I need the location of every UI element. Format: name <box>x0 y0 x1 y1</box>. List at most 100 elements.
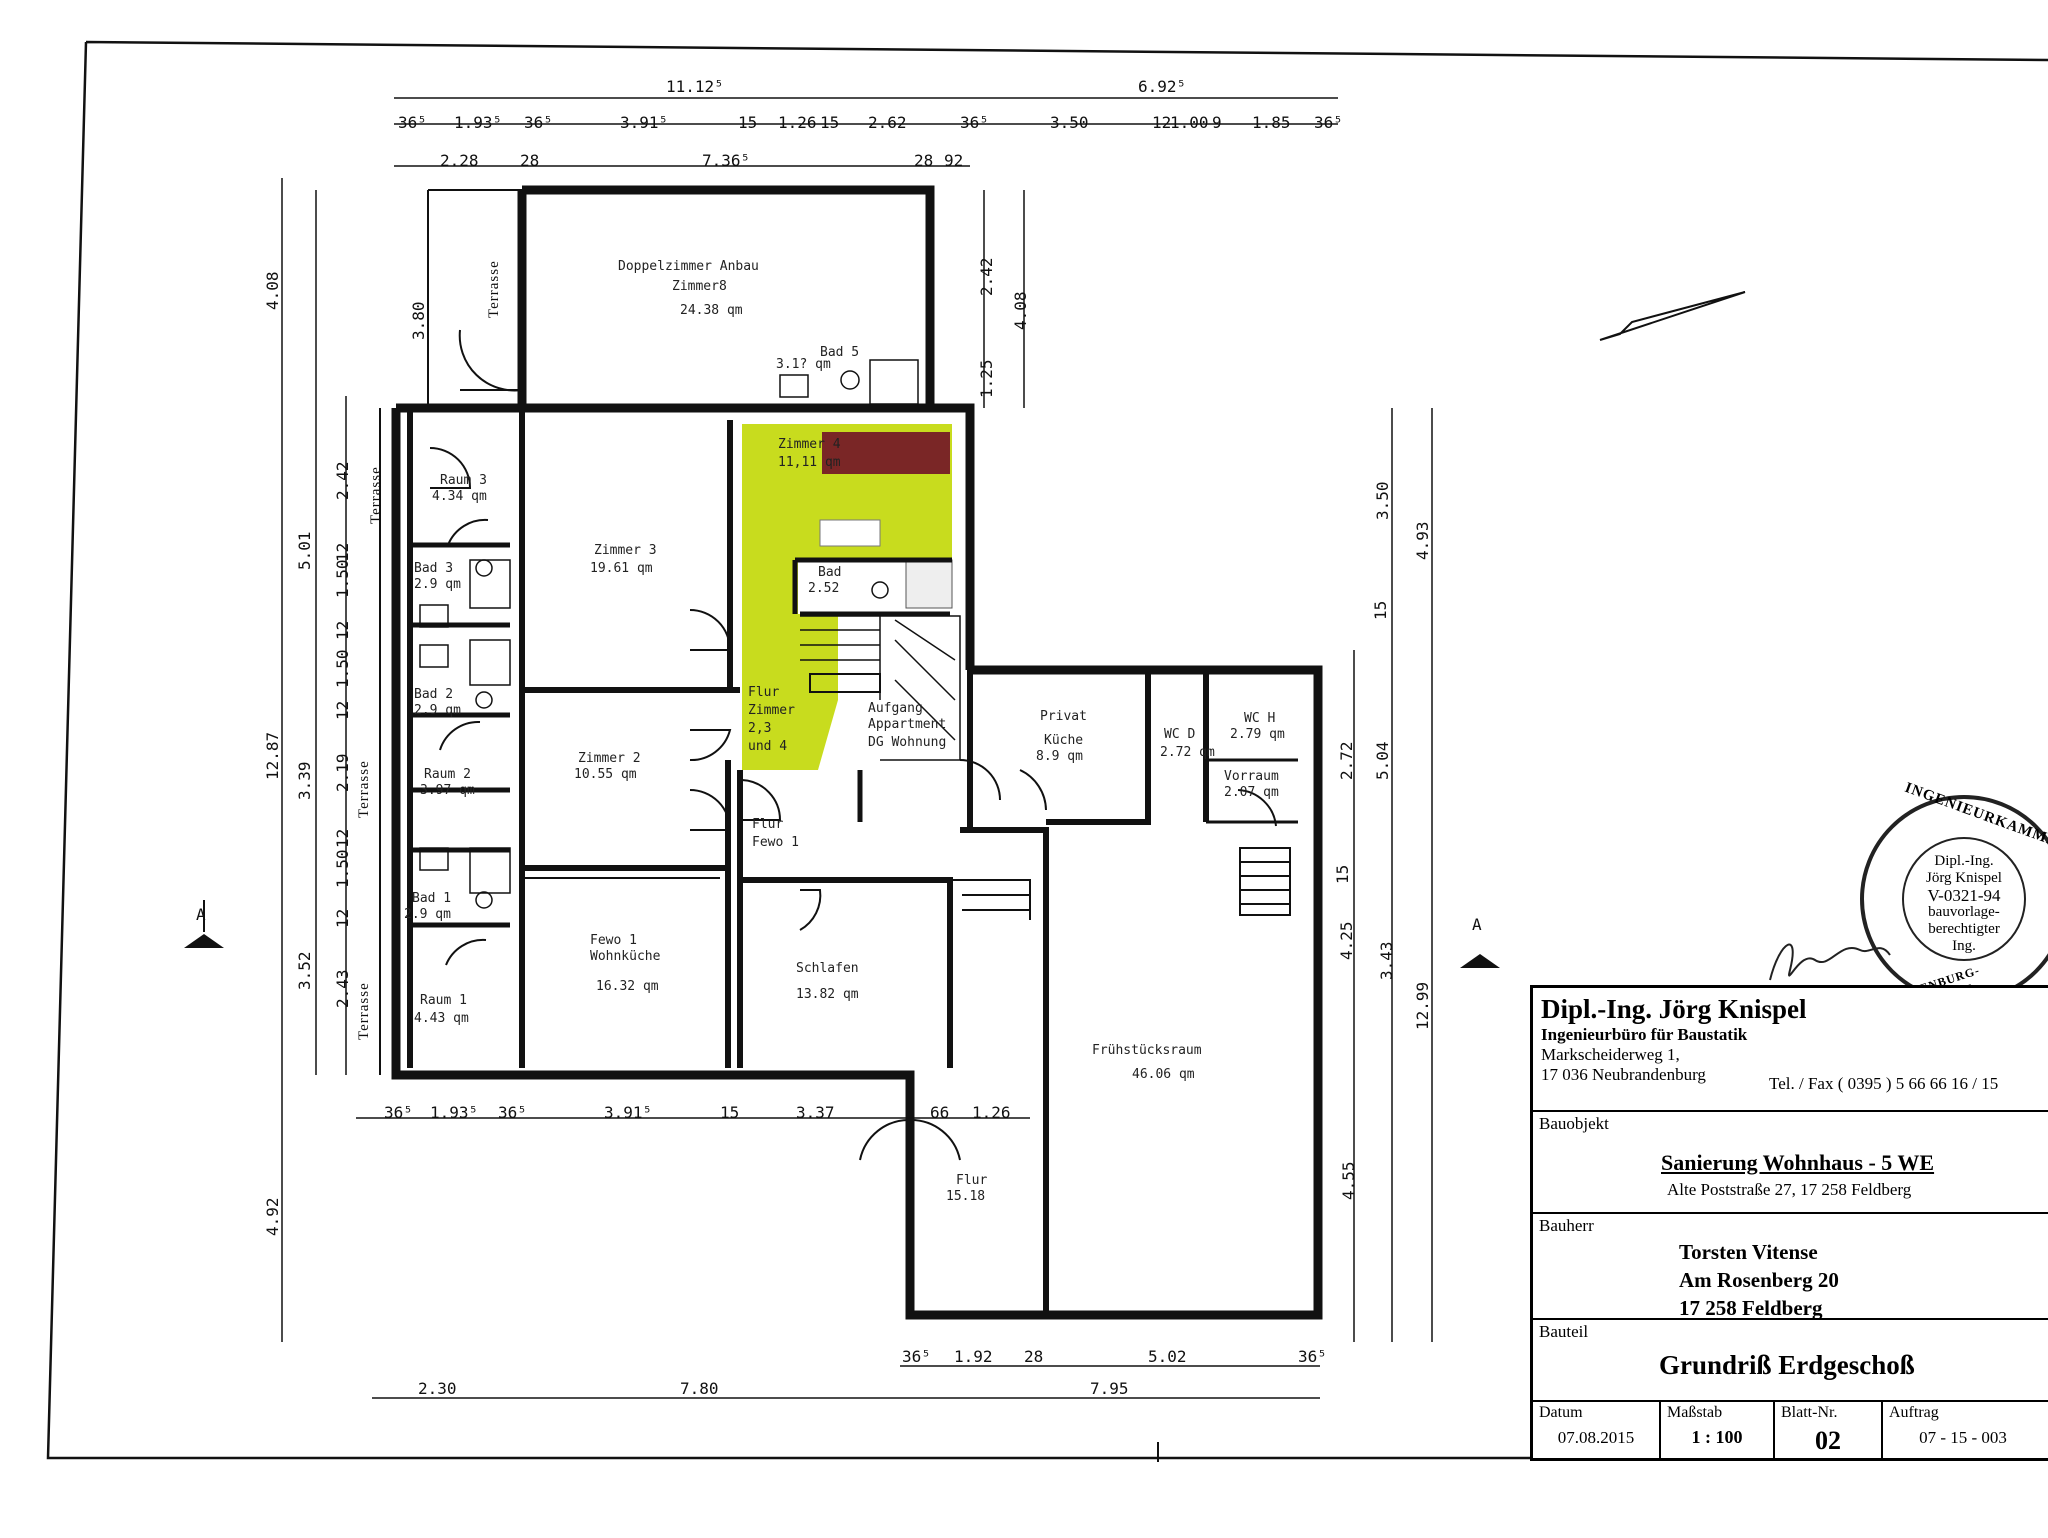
room-name: Bad 5 <box>820 345 859 360</box>
dimension-label: 3.80 <box>409 301 428 340</box>
room-name: Flur <box>748 685 779 700</box>
date-value: 07.08.2015 <box>1557 1428 1635 1447</box>
dimension-label: 4.93 <box>1413 521 1432 560</box>
project-address: Alte Poststraße 27, 17 258 Feldberg <box>1667 1180 1912 1199</box>
room-name: Flur <box>956 1173 987 1188</box>
stamp-line: Dipl.-Ing. <box>1934 853 1994 869</box>
terrace-label: Terrasse <box>486 260 502 318</box>
sheet-border <box>46 40 2048 1460</box>
sheet-number: 02 <box>1815 1426 1841 1455</box>
sheet-label: Blatt-Nr. <box>1781 1404 1838 1421</box>
scale-label: Maßstab <box>1667 1404 1723 1421</box>
dimension-label: 66 <box>930 1103 949 1122</box>
dimension-label: 3.50 <box>1050 113 1089 132</box>
table-icon <box>819 519 881 547</box>
toilet-icon <box>475 691 493 709</box>
project-label: Bauobjekt <box>1539 1114 1609 1133</box>
dimension-label: 5.04 <box>1373 741 1392 780</box>
room-area: 46.06 qm <box>1132 1067 1195 1082</box>
room-name: WC H <box>1244 711 1275 726</box>
room-area: 11,11 qm <box>778 455 841 470</box>
dimension-label: 36⁵ <box>1298 1347 1327 1366</box>
dimension-label: 1.85 <box>1252 113 1291 132</box>
dimension-label: 28 <box>1024 1347 1043 1366</box>
room-area: 3.97 qm <box>420 783 475 798</box>
dimension-label: 2.72 <box>1337 741 1356 780</box>
room-area: 2.9 qm <box>414 577 461 592</box>
room-name: Raum 2 <box>424 767 471 782</box>
room-area: 3.1? qm <box>776 357 831 372</box>
owner-street: Am Rosenberg 20 <box>1679 1268 1839 1292</box>
signature-icon <box>1769 943 1891 981</box>
dimension-label: 36⁵ <box>960 113 989 132</box>
dimension-label: 2.42 <box>333 461 352 500</box>
toilet-icon <box>475 559 493 577</box>
title-block: Dipl.-Ing. Jörg Knispel Ingenieurbüro fü… <box>1530 985 2048 1461</box>
dimension-label: 12.87 <box>263 732 282 780</box>
toilet-icon <box>475 891 493 909</box>
dimension-label: 1.92 <box>954 1347 993 1366</box>
room-name: Raum 3 <box>440 473 487 488</box>
dimension-label: 5.01 <box>295 531 314 570</box>
engineer-name: Dipl.-Ing. Jörg Knispel <box>1541 994 1807 1024</box>
order-label: Auftrag <box>1889 1404 1939 1421</box>
date-label: Datum <box>1539 1404 1583 1421</box>
bureau-phone: Tel. / Fax ( 0395 ) 5 66 66 16 / 15 <box>1769 1074 1999 1093</box>
dimension-label: 11.12⁵ <box>666 77 724 96</box>
room-name: 2,3 <box>748 721 771 736</box>
sink-icon <box>419 644 449 668</box>
owner-label: Bauherr <box>1539 1216 1594 1235</box>
dimension-label: 9 <box>1212 113 1222 132</box>
terrace-label: Terrasse <box>356 760 372 818</box>
dimension-label: 1.25 <box>977 359 996 398</box>
stamp-seal-icon: INGENIEURKAMMER MECKLENBURG-VORPOMMERN D… <box>1860 780 2048 1025</box>
sink-icon <box>419 604 449 628</box>
dimension-label: 1.26 <box>778 113 817 132</box>
room-area: 13.82 qm <box>796 987 859 1002</box>
room-name: Flur <box>752 817 783 832</box>
dimension-label: 1.26 <box>972 1103 1011 1122</box>
dimension-label: 15 <box>820 113 839 132</box>
engineer-info: Dipl.-Ing. Jörg Knispel Ingenieurbüro fü… <box>1533 988 2048 1112</box>
room-name: DG Wohnung <box>868 735 946 750</box>
room-area: 16.32 qm <box>596 979 659 994</box>
dimension-label: 12.99 <box>1413 982 1432 1030</box>
room-name: Frühstücksraum <box>1092 1043 1202 1058</box>
highlight-area <box>742 424 953 770</box>
dimension-label: 2.19 <box>333 753 352 792</box>
dimension-label: 4.55 <box>1339 1161 1358 1200</box>
dimension-label: 92 <box>944 151 963 170</box>
dimension-label: 3.37 <box>796 1103 835 1122</box>
dimension-label: 12 <box>1152 113 1171 132</box>
room-name: Raum 1 <box>420 993 467 1008</box>
part-label: Bauteil <box>1539 1322 1589 1341</box>
shower-icon <box>905 559 953 609</box>
room-name: Wohnküche <box>590 949 661 964</box>
dimension-label: 1.50 <box>333 559 352 598</box>
room-name: Bad 2 <box>414 687 453 702</box>
room-name: Vorraum <box>1224 769 1279 784</box>
shower-icon <box>469 847 511 894</box>
dimension-label: 12 <box>333 701 352 720</box>
dimension-label: 1.93⁵ <box>430 1103 478 1122</box>
dimension-label: 15 <box>738 113 757 132</box>
scale-value: 1 : 100 <box>1691 1427 1743 1447</box>
terrace-label: Terrasse <box>356 982 372 1040</box>
room-name: WC D <box>1164 727 1195 742</box>
room-name: Bad <box>818 565 841 580</box>
bed-icon <box>822 432 950 474</box>
room-name: und 4 <box>748 739 787 754</box>
dimension-label: 1.00 <box>1170 113 1209 132</box>
room-area: 10.55 qm <box>574 767 637 782</box>
room-name: Zimmer <box>748 703 795 718</box>
toilet-icon <box>871 581 889 599</box>
room-name: Doppelzimmer Anbau <box>618 259 759 274</box>
room-area: 2.79 qm <box>1230 727 1285 742</box>
dimension-label: 4.25 <box>1337 921 1356 960</box>
room-area: 4.43 qm <box>414 1011 469 1026</box>
dimension-label: 2.30 <box>418 1379 457 1398</box>
dimension-label: 5.02 <box>1148 1347 1187 1366</box>
room-name: Zimmer 4 <box>778 437 841 452</box>
stamp-line: V-0321-94 <box>1927 886 2001 905</box>
room-sub: Zimmer8 <box>672 279 727 294</box>
